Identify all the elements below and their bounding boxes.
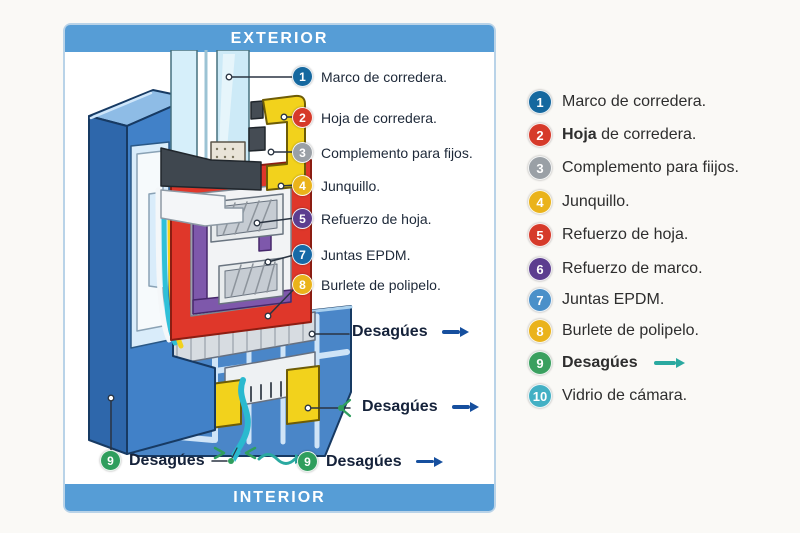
legend-number-badge: 3 xyxy=(528,156,552,180)
callout-number-badge: 7 xyxy=(292,244,313,265)
drain-arrow-icon xyxy=(441,330,460,334)
callout-label: Burlete de polipelo. xyxy=(321,276,441,293)
steel-reinforcement-bottom xyxy=(218,257,284,305)
legend-number-badge: 1 xyxy=(528,90,552,114)
window-cross-section-illustration xyxy=(88,50,353,465)
legend-number-badge: 8 xyxy=(528,319,552,343)
callout-label: Juntas EPDM. xyxy=(321,246,411,263)
legend-item-label: Marco de corredera. xyxy=(562,93,707,110)
callout-number-badge: 3 xyxy=(292,142,313,163)
legend-number-badge: 6 xyxy=(528,257,552,281)
legend-item-label: Junquillo. xyxy=(562,193,630,210)
exterior-banner-label: EXTERIOR xyxy=(230,29,329,47)
glass-panes xyxy=(170,50,250,169)
drain-arrow-icon xyxy=(653,361,676,365)
legend-item-label: Burlete de polipelo. xyxy=(562,322,699,339)
callout-label: Hoja de corredera. xyxy=(321,109,437,126)
legend-item-label: Refuerzo de marco. xyxy=(562,260,703,277)
callout-burlete: 8 Burlete de polipelo. xyxy=(292,274,441,295)
callout-label: Junquillo. xyxy=(321,177,381,194)
legend-item-4: 4 Junquillo. xyxy=(528,190,630,214)
legend-number-badge: 9 xyxy=(528,351,552,375)
callout-complemento: 3 Complemento para fijos. xyxy=(292,142,473,163)
callout-junquillo: 4 Junquillo. xyxy=(292,175,380,196)
legend-item-8: 8 Burlete de polipelo. xyxy=(528,319,699,343)
callout-number-badge: 2 xyxy=(292,107,313,128)
legend-item-5: 5 Refuerzo de hoja. xyxy=(528,223,688,247)
epdm-gaskets xyxy=(160,100,266,191)
legend-item-1: 1 Marco de corredera. xyxy=(528,90,706,114)
drain-label-mid: Desagúes xyxy=(362,398,470,416)
legend-item-2: 2 Hoja de corredera. xyxy=(528,123,696,147)
legend-item-label: Hoja de corredera. xyxy=(562,126,697,143)
callout-leader-lines xyxy=(110,76,351,462)
legend-number-badge: 10 xyxy=(528,384,552,408)
legend-item-label: Vidrio de cámara. xyxy=(562,387,688,404)
callout-juntas-epdm: 7 Juntas EPDM. xyxy=(292,244,410,265)
legend-number-badge: 2 xyxy=(528,123,552,147)
legend-item-label: Juntas EPDM. xyxy=(562,291,665,308)
interior-banner: INTERIOR xyxy=(65,484,494,511)
callout-label: Marco de corredera. xyxy=(321,68,448,85)
legend-item-label: Desagúes xyxy=(562,354,638,371)
legend-item-9: 9 Desagúes xyxy=(528,351,676,375)
interior-banner-label: INTERIOR xyxy=(233,488,326,506)
callout-label: Refuerzo de hoja. xyxy=(321,210,432,227)
callout-label: Complemento para fijos. xyxy=(321,144,473,161)
callout-number-badge: 1 xyxy=(292,66,313,87)
callout-number-badge: 4 xyxy=(292,175,313,196)
legend-item-3: 3 Complemento para fiijos. xyxy=(528,156,739,180)
drain-arrow-icon xyxy=(415,459,434,464)
drain-arrow-icon xyxy=(451,405,470,409)
callout-number-badge: 5 xyxy=(292,208,313,229)
legend-number-badge: 7 xyxy=(528,288,552,312)
callout-number-badge: 8 xyxy=(292,274,313,295)
drain-number-badge: 9 xyxy=(100,450,121,471)
callout-refuerzo-hoja: 5 Refuerzo de hoja. xyxy=(292,208,432,229)
junquillo-profile xyxy=(160,189,244,227)
legend-number-badge: 5 xyxy=(528,223,552,247)
leader-endpoint-dots xyxy=(107,73,316,412)
legend-item-10: 10 Vidrio de cámara. xyxy=(528,384,687,408)
callout-hoja: 2 Hoja de corredera. xyxy=(292,107,437,128)
exterior-banner: EXTERIOR xyxy=(65,25,494,52)
legend-number-badge: 4 xyxy=(528,190,552,214)
legend-item-label: Refuerzo de hoja. xyxy=(562,226,689,243)
drain-number-badge: 9 xyxy=(297,451,318,472)
drain-label-bottom-left: 9 Desagúes xyxy=(100,450,205,471)
drain-label-top: Desagúes xyxy=(352,323,460,341)
legend-item-6: 6 Refuerzo de marco. xyxy=(528,257,703,281)
callout-marco: 1 Marco de corredera. xyxy=(292,66,447,87)
legend-item-label: Complemento para fiijos. xyxy=(562,159,739,176)
legend-item-7: 7 Juntas EPDM. xyxy=(528,288,664,312)
drain-green-markers xyxy=(228,398,352,464)
drain-label-bottom-right: 9 Desagúes xyxy=(297,451,434,472)
